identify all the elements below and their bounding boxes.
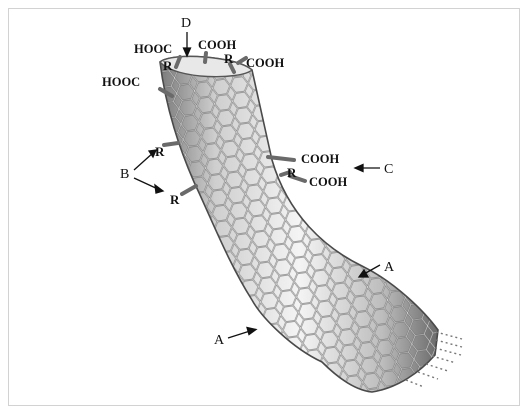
- label-c: C: [384, 162, 393, 177]
- label-a-upper: A: [384, 260, 395, 275]
- arrow-d-head: [184, 48, 191, 56]
- r-mid-label: R: [287, 165, 297, 180]
- cooh-mid-2-label: COOH: [309, 175, 347, 189]
- label-b: B: [120, 167, 129, 182]
- r-side-1-label: R: [155, 144, 165, 159]
- nanotube-body: [140, 40, 460, 410]
- label-d: D: [181, 16, 191, 31]
- arrow-b-lower-head: [155, 185, 163, 193]
- r-top-left-label: R: [163, 58, 173, 73]
- r-side-2-label: R: [170, 192, 180, 207]
- cooh-top-label: COOH: [198, 38, 236, 52]
- arrow-a-lower: [228, 331, 250, 338]
- arrow-c-head: [355, 165, 363, 172]
- hooc-top-label: HOOC: [134, 42, 172, 56]
- r-top-right-label: R: [224, 51, 234, 66]
- cooh-mid-1-label: COOH: [301, 152, 339, 166]
- cooh-right-top-label: COOH: [246, 56, 284, 70]
- label-a-lower: A: [214, 333, 225, 348]
- arrow-a-lower-head: [247, 328, 256, 335]
- hooc-left-label: HOOC: [102, 75, 140, 89]
